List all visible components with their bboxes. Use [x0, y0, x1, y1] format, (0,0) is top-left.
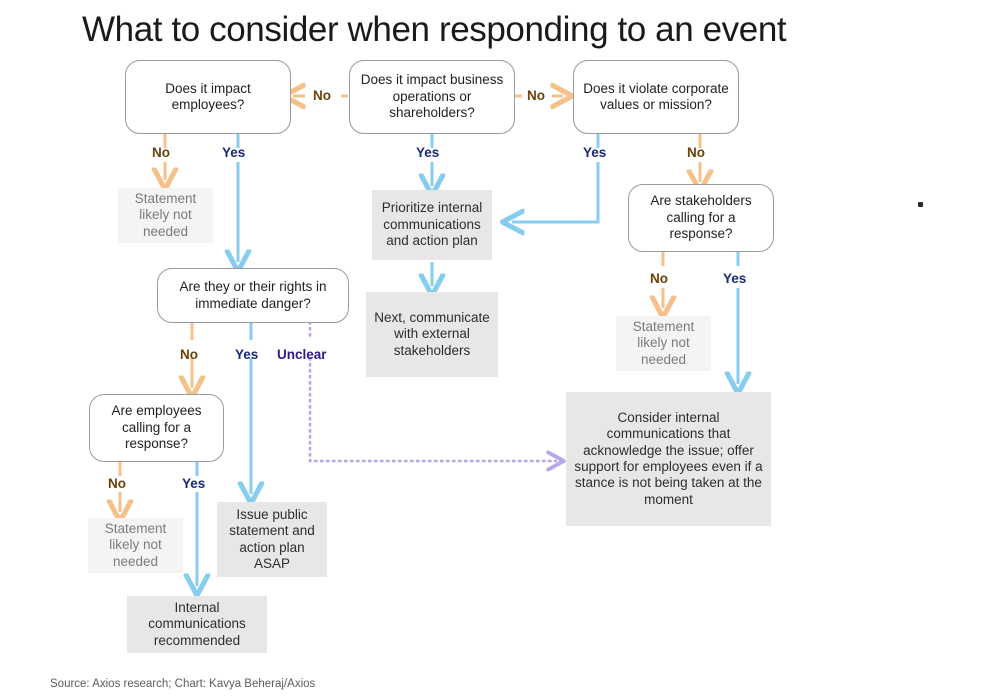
edge-label-danger-no: No [180, 347, 198, 362]
outcome-issue-public-statement: Issue public statement and action plan A… [217, 502, 327, 577]
decision-are-employees-calling-for-a-response[interactable]: Are employees calling for a response? [89, 394, 224, 462]
outcome-next-communicate-with-external-stakeholders: Next, communicate with external stakehol… [366, 292, 498, 377]
decorative-dot [918, 202, 923, 207]
edge-label-employees-calling-yes: Yes [182, 476, 206, 491]
decision-does-it-violate-corporate-values[interactable]: Does it violate corporate values or miss… [573, 60, 739, 134]
edge-label-employees-calling-no: No [108, 476, 126, 491]
edge-label-business-yes: Yes [416, 145, 440, 160]
page-title: What to consider when responding to an e… [82, 10, 787, 49]
outcome-internal-communications-recommended: Internal communications recommended [127, 596, 267, 653]
decision-immediate-danger[interactable]: Are they or their rights in immediate da… [157, 268, 349, 323]
edge-values-yes-route [512, 162, 600, 222]
edge-label-stakeholders-no: No [650, 271, 668, 286]
outcome-statement-likely-not-needed-right: Statement likely not needed [616, 316, 711, 371]
edge-label-danger-yes: Yes [235, 347, 259, 362]
outcome-consider-internal-communications: Consider internal communications that ac… [566, 392, 771, 526]
decision-does-it-impact-employees[interactable]: Does it impact employees? [125, 60, 291, 134]
outcome-statement-likely-not-needed-bottom-left: Statement likely not needed [88, 518, 183, 573]
decision-are-stakeholders-calling-for-a-response[interactable]: Are stakeholders calling for a response? [628, 184, 774, 252]
edge-label-employees-yes: Yes [222, 145, 246, 160]
edge-label-danger-unclear: Unclear [277, 347, 327, 362]
outcome-prioritize-internal-communications: Prioritize internal communications and a… [372, 190, 492, 260]
edge-label-business-to-values-no: No [527, 88, 545, 103]
decision-does-it-impact-business-operations[interactable]: Does it impact business operations or sh… [349, 60, 515, 134]
edge-label-employees-no: No [152, 145, 170, 160]
edge-label-stakeholders-yes: Yes [723, 271, 747, 286]
source-attribution: Source: Axios research; Chart: Kavya Beh… [50, 678, 316, 690]
outcome-statement-likely-not-needed-left: Statement likely not needed [118, 188, 213, 243]
edge-label-business-to-employees-no: No [313, 88, 331, 103]
edge-label-values-no: No [687, 145, 705, 160]
edge-label-values-yes: Yes [583, 145, 607, 160]
